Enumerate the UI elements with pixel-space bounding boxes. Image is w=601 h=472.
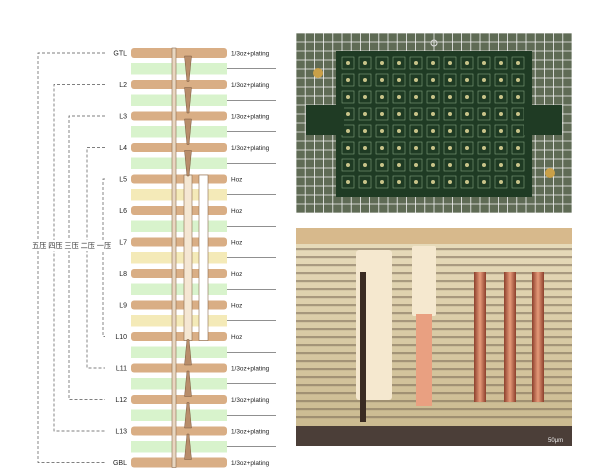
layer-label: L12 (115, 397, 127, 404)
layer-label: L2 (119, 82, 127, 89)
press-cycle-label: 三压 (64, 241, 78, 250)
copper-layer (131, 237, 227, 247)
copper-layer (131, 206, 227, 215)
through-hole-via (171, 47, 177, 468)
dielectric-band (131, 126, 227, 138)
dielectric-band (131, 378, 227, 390)
copper-layer (131, 457, 227, 468)
dielectric-band (131, 63, 227, 75)
stacked-microvia (184, 339, 192, 366)
layer-label: L5 (119, 177, 127, 184)
stacked-microvia (184, 402, 192, 429)
pcb-panel-photo (296, 33, 572, 213)
press-cycle-bracket (86, 147, 105, 369)
dielectric-band (131, 441, 227, 453)
copper-spec-label: 1/3oz+plating (231, 82, 270, 89)
buried-via (198, 174, 209, 341)
dielectric-band (131, 283, 227, 295)
press-cycle-label: 五压 (32, 241, 46, 250)
stacked-microvia (184, 433, 192, 460)
dielectric-band (131, 315, 227, 327)
dielectric-band (131, 189, 227, 201)
copper-layer (131, 80, 227, 89)
dielectric-band (131, 409, 227, 421)
layer-label: GBL (113, 460, 127, 467)
press-cycle-label: 二压 (81, 241, 95, 250)
dielectric-band (131, 157, 227, 169)
buried-via (183, 174, 193, 341)
copper-layer (131, 111, 227, 121)
copper-spec-label: Hoz (231, 177, 242, 184)
copper-spec-label: Hoz (231, 271, 242, 278)
layer-label: L7 (119, 240, 127, 247)
press-cycle-bracket (102, 178, 105, 337)
dielectric-band (131, 94, 227, 106)
layer-label: L8 (119, 271, 127, 278)
press-cycle-label: 一压 (97, 241, 111, 250)
copper-spec-label: Hoz (231, 208, 242, 215)
dielectric-band (131, 220, 227, 232)
layer-label: L4 (119, 145, 127, 152)
cross-section-microscope-photo: 50μm (296, 228, 572, 446)
copper-layer (131, 143, 227, 152)
press-cycle-bracket (37, 52, 105, 463)
layer-label: L3 (119, 114, 127, 121)
stacked-microvia (184, 87, 192, 114)
stacked-microvia (184, 150, 192, 177)
layer-label: L13 (115, 429, 127, 436)
press-cycle-bracket (53, 84, 105, 432)
copper-spec-label: Hoz (231, 334, 242, 341)
copper-spec-label: 1/3oz+plating (231, 51, 270, 58)
copper-spec-label: 1/3oz+plating (231, 366, 270, 373)
photo-scale-caption: 50μm (548, 438, 563, 444)
stacked-microvia (184, 370, 192, 397)
press-cycle-bracket (68, 115, 105, 400)
copper-spec-label: Hoz (231, 303, 242, 310)
copper-spec-label: 1/3oz+plating (231, 145, 270, 152)
copper-layer (131, 395, 227, 404)
layer-label: L9 (119, 303, 127, 310)
stacked-microvia (184, 55, 192, 82)
dielectric-band (131, 346, 227, 358)
dielectric-band (131, 252, 227, 264)
layer-label: L6 (119, 208, 127, 215)
layer-label: GTL (113, 51, 127, 58)
copper-spec-label: 1/3oz+plating (231, 429, 270, 436)
copper-layer (131, 48, 227, 58)
press-cycle-label: 四压 (48, 241, 62, 250)
copper-layer (131, 332, 227, 341)
copper-layer (131, 300, 227, 310)
copper-spec-label: 1/3oz+plating (231, 460, 270, 467)
copper-layer (131, 174, 227, 184)
copper-spec-label: 1/3oz+plating (231, 397, 270, 404)
layer-label: L11 (116, 366, 127, 373)
copper-layer (131, 426, 227, 436)
copper-layer (131, 269, 227, 278)
stacked-microvia (184, 118, 192, 145)
copper-spec-label: 1/3oz+plating (231, 114, 270, 121)
layer-label: L10 (115, 334, 127, 341)
copper-layer (131, 363, 227, 373)
copper-spec-label: Hoz (231, 240, 242, 247)
